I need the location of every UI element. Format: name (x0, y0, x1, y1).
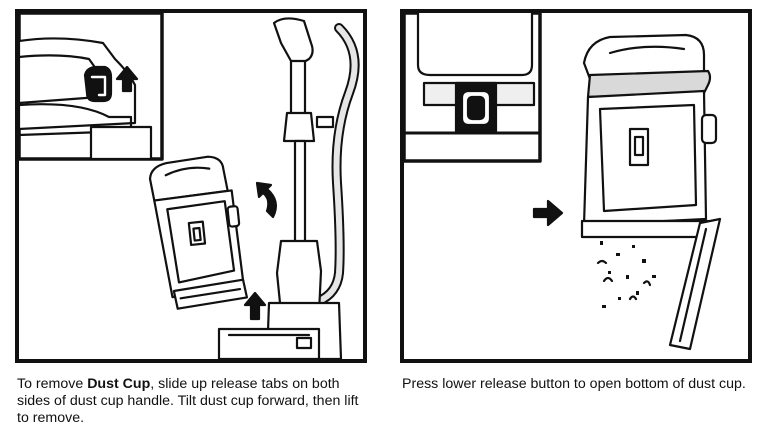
caption-text-after: , slide up release tabs on both sides of… (17, 376, 359, 426)
caption-text-before: To remove (17, 376, 88, 392)
caption-emphasis-dust-cup: Dust Cup (87, 376, 151, 392)
dust-cup-open-bottom-drawing (404, 13, 722, 351)
step-caption-open-dust-cup: Press lower release button to open botto… (402, 376, 752, 393)
step-caption-remove-dust-cup: To remove Dust Cup, slide up release tab… (17, 376, 367, 427)
step-illustration-open-dust-cup (400, 9, 752, 363)
vacuum-dust-cup-removal-drawing (19, 13, 360, 359)
step-illustration-remove-dust-cup (15, 9, 367, 363)
caption-text: Press lower release button to open botto… (402, 376, 746, 392)
